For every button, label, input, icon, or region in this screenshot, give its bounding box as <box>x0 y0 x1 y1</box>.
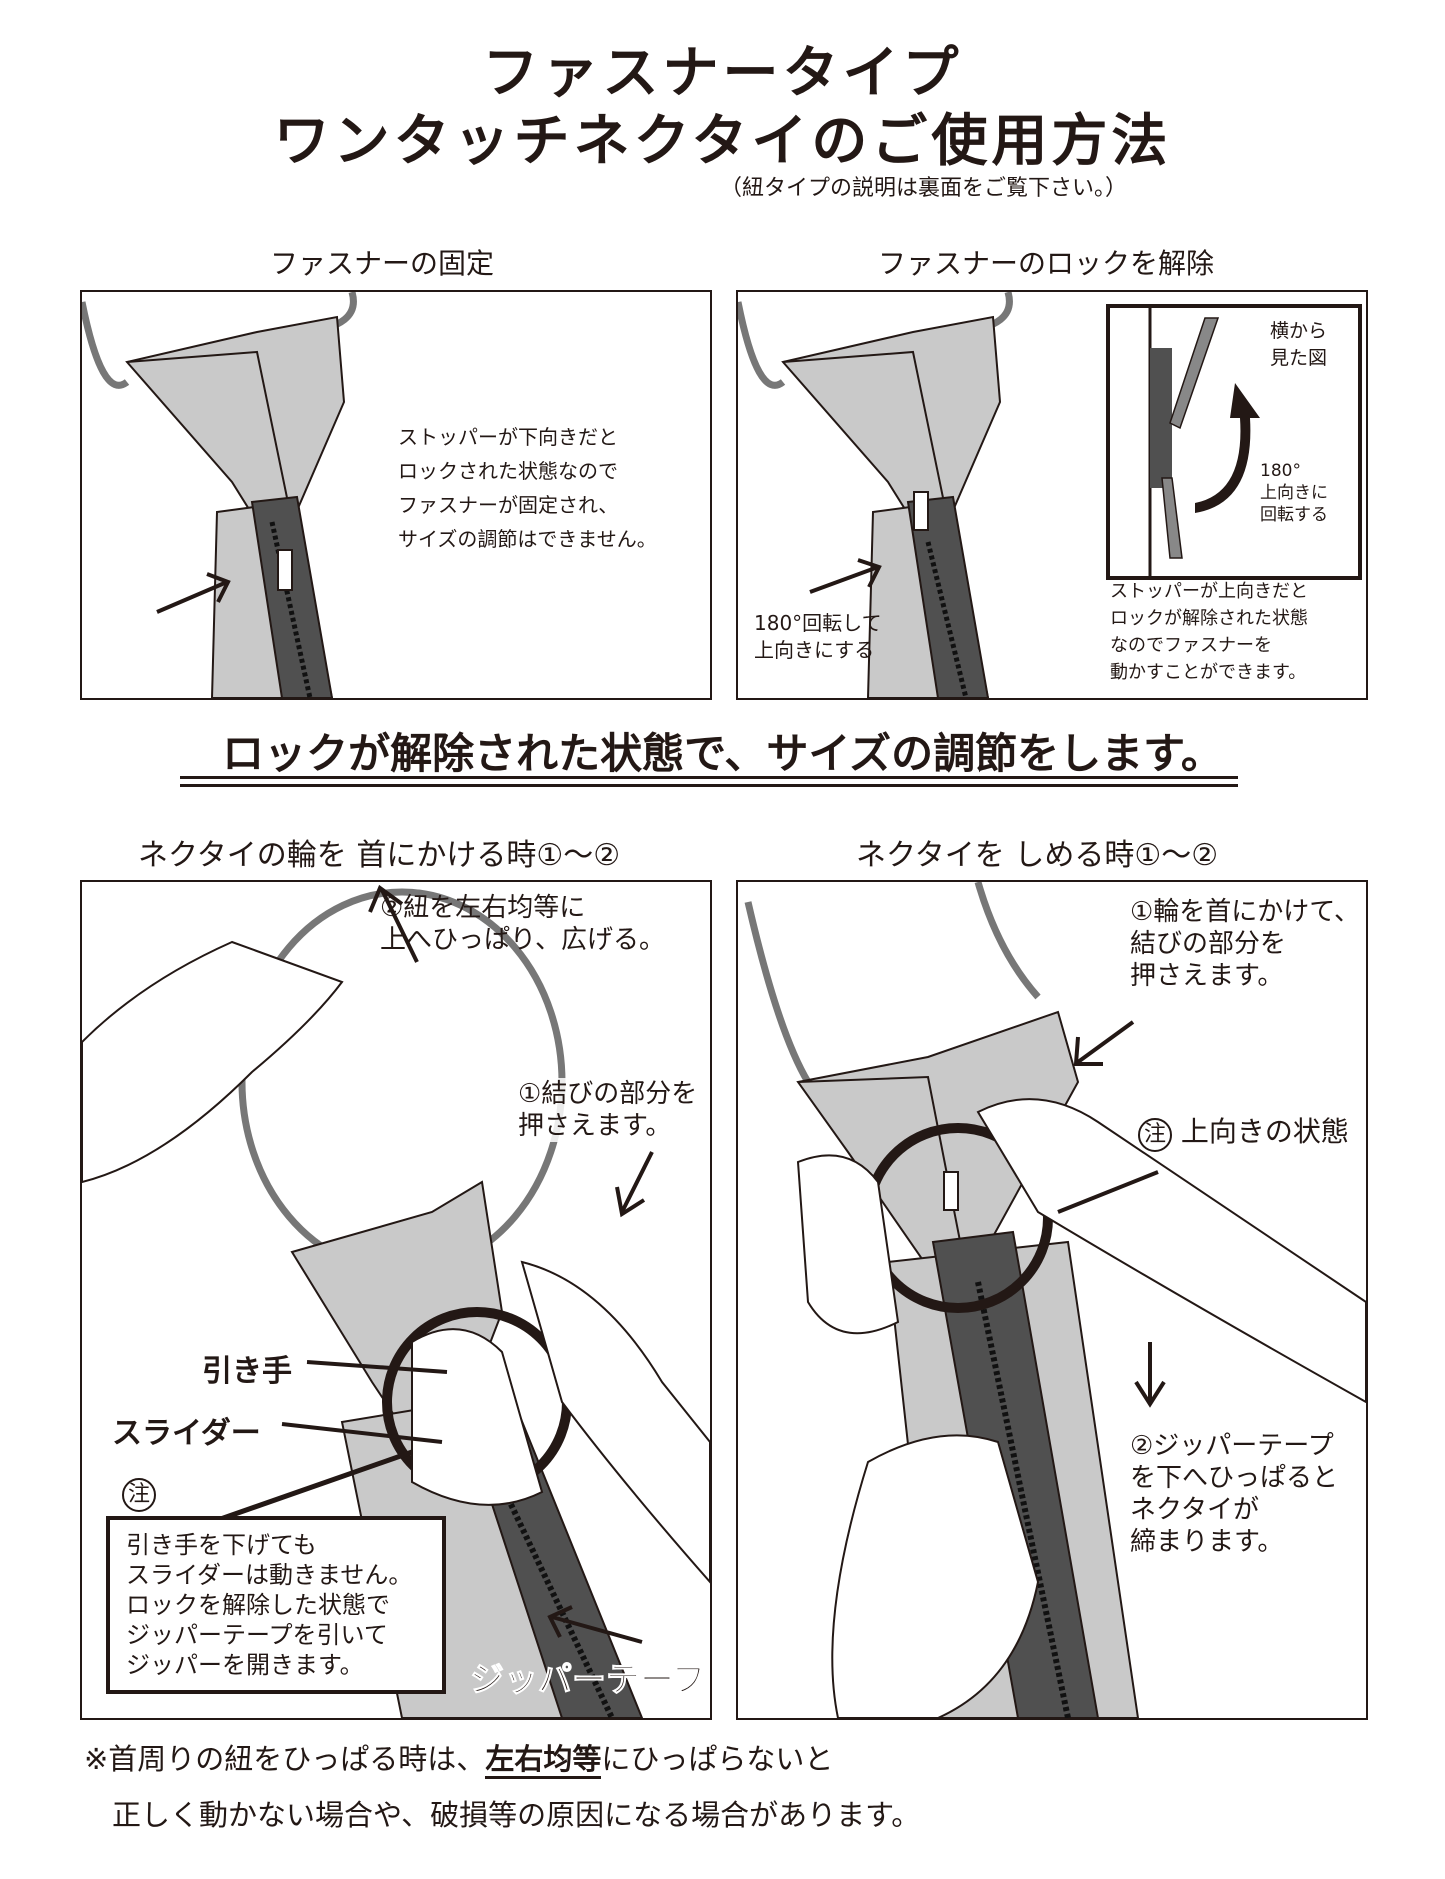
title-line-1: ファスナータイプ <box>482 41 963 106</box>
step2-instruction: ②紐を左右均等に 上へひっぱり、広げる。 <box>380 893 665 955</box>
footer-emphasis: 左右均等 <box>485 1742 602 1779</box>
note-mark: 注 <box>122 1478 156 1512</box>
caution-note: 引き手を下げても スライダーは動きません。 ロックを解除した状態で ジッパーテー… <box>106 1516 446 1694</box>
tighten-step1: ①輪を首にかけて、 結びの部分を 押さえます。 <box>1130 897 1361 991</box>
rotate-instruction: 180°回転して 上向きにする <box>754 611 882 662</box>
banner-text: ロックが解除された状態で、サイズの調節をします。 <box>222 729 1223 778</box>
panel-fastener-locked: ストッパーが下向きだと ロックされた状態なので ファスナーが固定され、 サイズの… <box>80 290 712 700</box>
bottom-left-heading: ネクタイの輪を 首にかける時①～② <box>138 838 621 873</box>
top-right-heading: ファスナーのロックを解除 <box>878 247 1215 280</box>
panel-tightening: ①輪を首にかけて、 結びの部分を 押さえます。 注 上向きの状態 ②ジッパーテー… <box>736 880 1368 1720</box>
side-view-inset: 横から 見た図 180° 上向きに 回転する <box>1106 304 1362 580</box>
footer-warning-line1: ※首周りの紐をひっぱる時は、左右均等にひっぱらないと <box>84 1736 833 1779</box>
bottom-right-heading: ネクタイを しめる時①～② <box>856 838 1219 873</box>
tightening-illustration <box>744 882 1366 1718</box>
side-view-label: 横から 見た図 <box>1270 320 1328 369</box>
side-view-diagram <box>1148 308 1260 576</box>
tighten-step2: ②ジッパーテープ を下へひっぱると ネクタイが 締まります。 <box>1130 1431 1339 1557</box>
title-line-2: ワンタッチネクタイのご使用方法 <box>273 109 1172 174</box>
footer-warning-line2: 正しく動かない場合や、破損等の原因になる場合があります。 <box>112 1798 921 1832</box>
tie-illustration-locked <box>82 292 357 698</box>
banner-rule-top <box>180 776 1238 779</box>
top-left-heading: ファスナーの固定 <box>270 247 495 280</box>
inset-rotate-note: 180° 上向きに 回転する <box>1260 461 1328 525</box>
zipper-tape-label: ジッパーテープ <box>470 1660 707 1701</box>
slider-label: スライダー <box>112 1416 261 1451</box>
unlocked-description: ストッパーが上向きだと ロックが解除された状態 なのでファスナーを 動かすことが… <box>1110 581 1308 683</box>
banner-rule-bottom <box>180 784 1238 787</box>
subtitle: （紐タイプの説明は裏面をご覧下さい。） <box>720 176 1128 201</box>
step1-instruction: ①結びの部分を 押さえます。 <box>518 1078 698 1142</box>
upward-state-note: 注 上向きの状態 <box>1138 1110 1349 1152</box>
tie-illustration-unlocked <box>738 292 1013 698</box>
panel-fastener-unlocked: 横から 見た図 180° 上向きに 回転する 180°回転して 上向きにする ス… <box>736 290 1368 700</box>
panel-putting-on: ②紐を左右均等に 上へひっぱり、広げる。 ①結びの部分を 押さえます。 引き手 … <box>80 880 712 1720</box>
pull-tab-label: 引き手 <box>202 1354 292 1389</box>
locked-description: ストッパーが下向きだと ロックされた状態なので ファスナーが固定され、 サイズの… <box>398 425 657 551</box>
